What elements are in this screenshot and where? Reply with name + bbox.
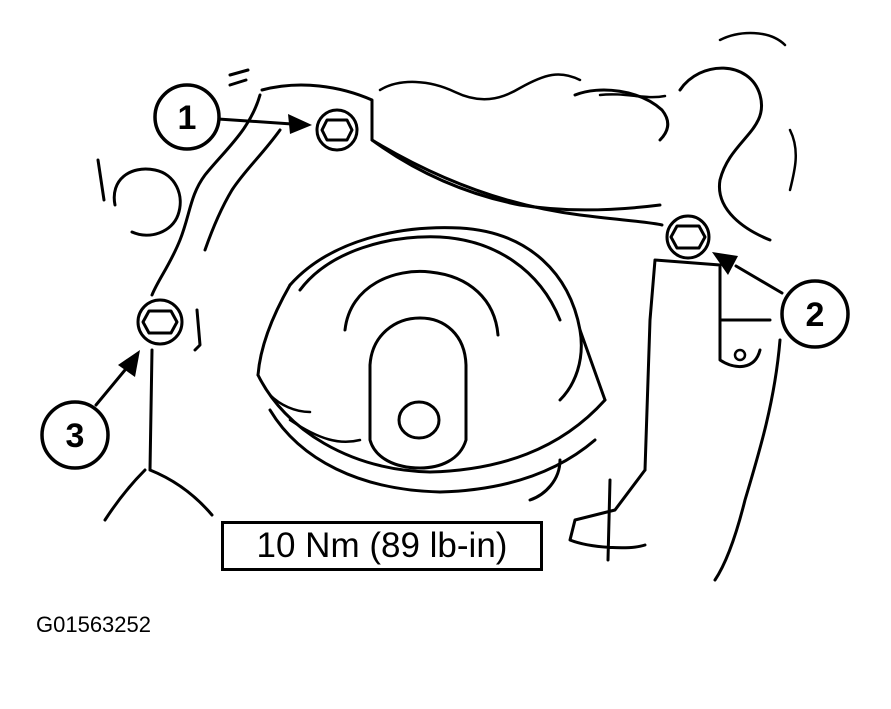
alignment-hole (733, 348, 747, 362)
figure-id: G01563252 (36, 612, 151, 637)
block-right-detail (718, 31, 797, 192)
torque-spec-label: 10 Nm (89 lb-in) (221, 521, 543, 571)
block-right-boss (678, 66, 772, 242)
block-casting-upper (378, 73, 667, 101)
left-housing-edge (203, 128, 282, 252)
block-right-rib (573, 88, 670, 142)
hub-collar (343, 269, 500, 337)
front-cover-outline (148, 308, 214, 517)
bolt-1 (315, 108, 359, 152)
bolt-3 (136, 298, 184, 346)
callout-2-label: 2 (806, 296, 825, 334)
hub-housing-outer (288, 226, 583, 402)
hub-base-arc (268, 408, 597, 494)
shaft-center (397, 400, 441, 440)
block-outline-top (260, 83, 662, 212)
bolt-2 (665, 214, 711, 260)
left-pulley-outline (112, 167, 182, 237)
callout-1: 1 (153, 83, 221, 151)
callout-1-label: 1 (178, 99, 197, 137)
hub-seal-detail (268, 393, 362, 444)
hub-side-right (528, 328, 607, 502)
hub-housing-inner (298, 235, 562, 322)
front-cover-lower-left (103, 468, 147, 522)
callout-3: 3 (40, 400, 110, 470)
hub-lower-arc (256, 373, 607, 474)
callout-2: 2 (780, 279, 850, 349)
leader-arrow-1 (216, 114, 312, 134)
front-cover-top-flange (370, 138, 664, 227)
cover-dipstick-tube (568, 468, 647, 562)
cover-right-lower (713, 338, 782, 582)
leader-arrow-3 (94, 350, 140, 407)
block-outline-upper-left (228, 68, 250, 87)
hub-side-left (256, 283, 292, 377)
leader-arrow-2 (712, 252, 784, 295)
hub-shaft (368, 316, 468, 470)
cover-right-plate (643, 258, 772, 472)
left-housing-outline (96, 93, 262, 297)
callout-3-label: 3 (66, 417, 85, 455)
